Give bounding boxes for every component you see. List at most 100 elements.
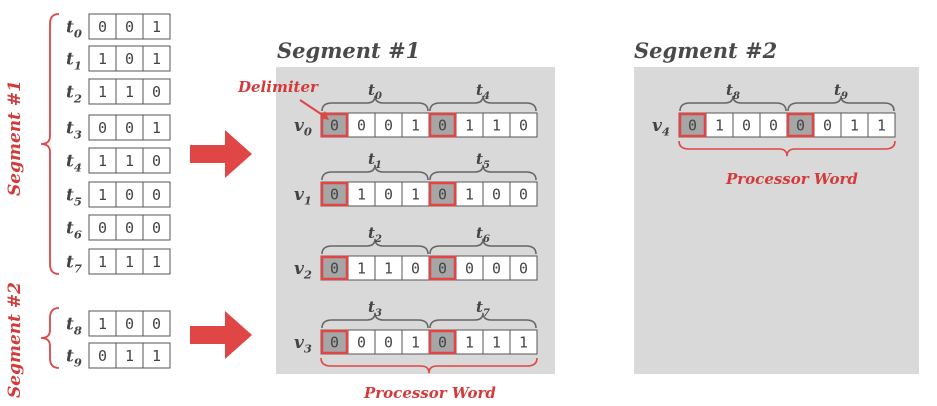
tuple-label-8: t8 [66,315,82,338]
word-v3-delimiter-fill [321,330,348,354]
word-v2-delimiter-box [428,255,457,281]
word-v3-delimiter-fill [429,330,456,354]
tuple-6-bit: 0 [98,219,107,237]
word-v0-bit: 1 [411,116,420,134]
word-v3-label: v3 [294,333,312,356]
word-v1-bit: 0 [519,185,528,203]
word-v1-cell-bg [456,182,483,206]
word-v4-label: v4 [652,116,670,139]
word-v0-cell-bg [375,113,402,137]
segment1-title: Segment #1 [277,38,421,63]
word-v1-group-label-5: t5 [476,150,490,171]
tuple-label-2: t2 [66,83,82,106]
tuple-4-bit: 0 [152,152,161,170]
word-v1-bit: 0 [438,185,447,203]
word-v2-delimiter-box [320,255,349,281]
tuple-label-9-main: t [66,347,74,367]
tuple-8-bit: 1 [98,315,107,333]
word-v4-cell-bg [706,113,733,137]
word-v0-group-label-4-main: t [476,81,483,99]
word-v4-cell-bg [868,113,895,137]
tuple-6-cell [88,214,117,241]
word-v3-cell-bg [375,330,402,354]
tuple-5-cell [88,181,117,208]
tuple-0-bit: 0 [125,18,134,36]
delimiter-pointer-head [320,111,329,120]
word-v1-cell-bg [483,182,510,206]
word-v2-bit: 0 [411,259,420,277]
word-v1-bit: 0 [330,185,339,203]
tuple-3-bit: 0 [125,119,134,137]
word-v0-cell-bg [510,113,537,137]
segment2-title: Segment #2 [634,38,778,63]
word-v2-bit: 0 [519,259,528,277]
segment2-arrow [190,311,252,359]
tuple-4-cell [142,147,171,174]
tuple-5-bit: 0 [125,186,134,204]
word-v3-cell-bg [348,330,375,354]
tuple-2-bit: 1 [125,83,134,101]
word-v4-delimiter-fill [787,113,814,137]
word-v4-cell-bg [733,113,760,137]
word-v3-bit: 0 [384,333,393,351]
word-v4-bit: 0 [688,116,697,134]
tuple-1-bit: 1 [98,50,107,68]
tuple-9-bit: 0 [98,347,107,365]
tuple-label-5: t5 [66,186,82,209]
word-v1-cell-bg [402,182,429,206]
word-v0-bit: 0 [519,116,528,134]
tuple-6-bit: 0 [125,219,134,237]
word-v3-group-brace [429,312,537,329]
tuple-label-9-sub: 9 [74,355,82,369]
tuple-label-8-sub: 8 [74,323,82,337]
word-v1-label-sub: 1 [304,194,312,208]
word-v1-delimiter-box [428,181,457,207]
tuple-label-1: t1 [66,50,82,73]
word-v1-group-brace [429,164,537,181]
word-v0-group-label-0-sub: 0 [375,90,382,102]
word-v3-bit: 0 [438,333,447,351]
word-v3-delimiter-box [428,329,457,355]
tuple-label-0-sub: 0 [74,26,82,40]
tuple-9-bit: 1 [125,347,134,365]
tuple-1-cell [142,45,171,72]
tuple-label-1-sub: 1 [74,58,82,72]
tuple-label-7-main: t [66,253,74,273]
tuple-label-5-sub: 5 [74,194,82,208]
word-v1-delimiter-fill [321,182,348,206]
tuple-5-cell [142,181,171,208]
tuple-8-cell [88,310,117,337]
word-v4-delimiter-box [678,112,707,138]
word-v4-bit: 1 [715,116,724,134]
word-v0-cell-bg [456,113,483,137]
word-v1-cell-bg [348,182,375,206]
segment2-brace [40,307,60,369]
word-v0-cell-bg [402,113,429,137]
word-v2-group-label-6-sub: 6 [483,233,490,245]
tuple-8-cell [142,310,171,337]
tuple-4-bit: 1 [125,152,134,170]
processor-word-brace-segment2 [678,140,896,157]
tuple-label-1-main: t [66,50,74,70]
word-v0-bit: 0 [384,116,393,134]
word-v0-group-label-4: t4 [476,81,490,102]
word-v3-cell-bg [456,330,483,354]
tuple-1-bit: 0 [125,50,134,68]
word-v2-group-brace [429,238,537,255]
tuple-0-cell [142,13,171,40]
tuple-1-bit: 1 [152,50,161,68]
tuple-2-cell [142,78,171,105]
word-v0-label-main: v [294,116,305,136]
word-v4-group-label-8-sub: 8 [733,90,740,102]
word-v4-group-label-9: t9 [834,81,848,102]
word-v1-cell-bg [510,182,537,206]
word-v1-label-main: v [294,185,305,205]
word-v2-label-sub: 2 [303,268,312,282]
tuple-3-cell [88,114,117,141]
word-v4-cell-bg [760,113,787,137]
word-v3-label-main: v [294,333,305,353]
word-v1-bit: 0 [492,185,501,203]
tuple-label-0-main: t [66,18,74,38]
word-v4-bit: 1 [850,116,859,134]
word-v2-bit: 1 [357,259,366,277]
